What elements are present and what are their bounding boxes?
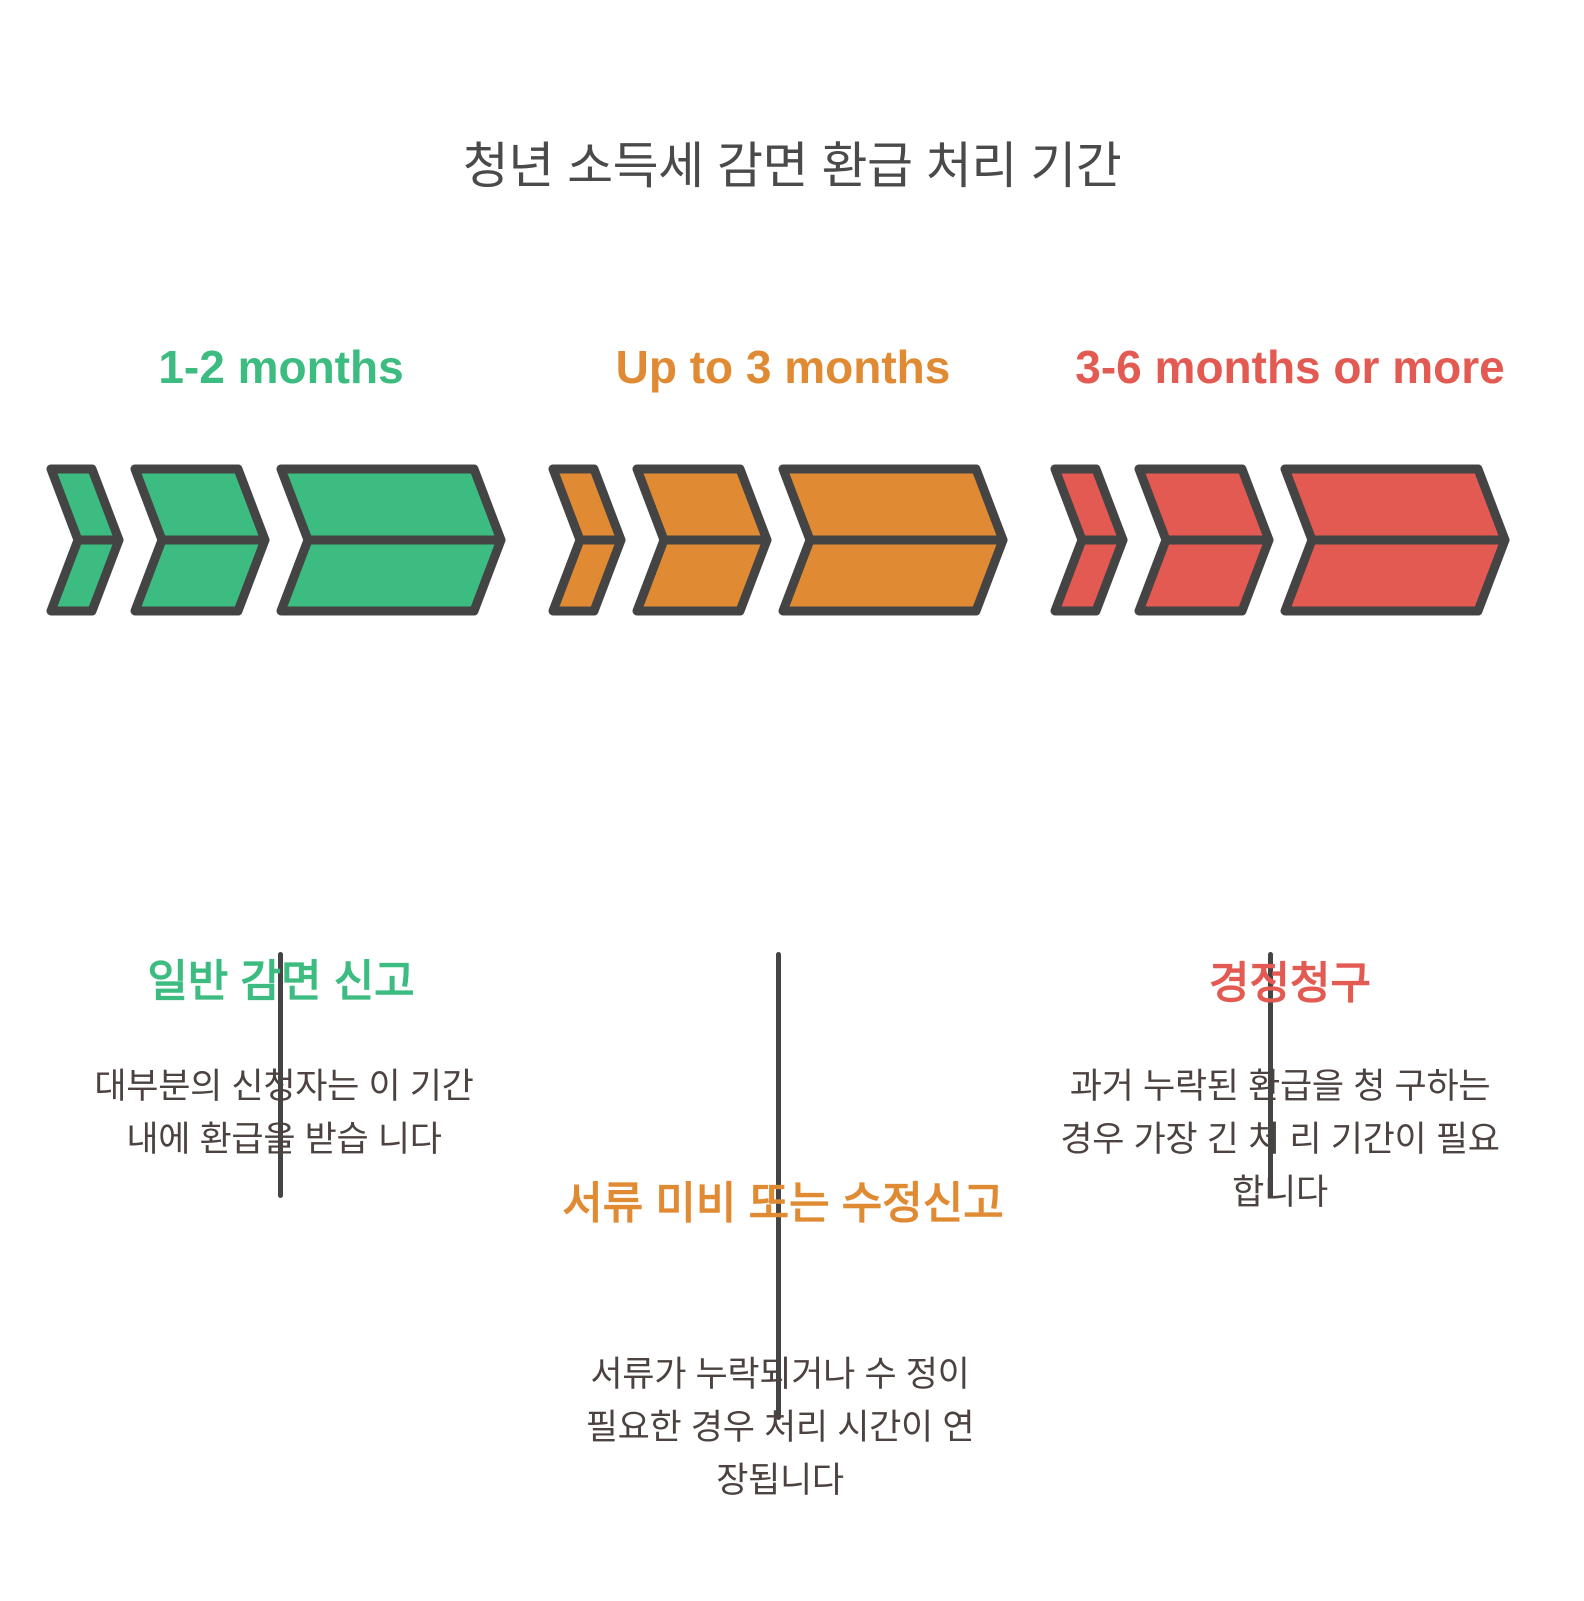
duration-label-red: 3-6 months or more [1075,341,1505,394]
stage-column-general-reduction-filing: 1-2 months 일반 감면 신고 대부분의 신청자는 이 기간 내에 환급… [46,270,516,1198]
stage-heading-green: 일반 감면 신고 [147,957,415,1006]
chevron-right-icon-medium [1134,464,1274,616]
stage-heading-orange: 서류 미비 또는 수정신고 [562,1179,1004,1228]
stage-column-correction-claim: 3-6 months or more 경정청구 과거 누락된 환급을 청 구하는… [1050,270,1530,1212]
chevron-right-icon-medium [632,464,772,616]
duration-label-green: 1-2 months [158,341,404,394]
chevron-right-icon-large [276,464,506,616]
chevron-right-icon-small [548,464,626,616]
connector-line-orange [776,952,781,1420]
connector-line-green [278,952,283,1198]
stage-heading-red: 경정청구 [1209,959,1371,1008]
chevron-right-icon-small [46,464,124,616]
duration-label-orange: Up to 3 months [615,341,951,394]
stage-description-red: 과거 누락된 환급을 청 구하는 경우 가장 긴 처 리 기간이 필요합니다 [1060,1067,1500,1213]
stage-description-green: 대부분의 신청자는 이 기간 내에 환급을 받습 니다 [94,1067,474,1160]
triple-chevron-right-icon-orange [548,464,1018,624]
triple-chevron-right-icon-red [1050,464,1530,624]
chevron-right-icon-small [1050,464,1128,616]
triple-chevron-right-icon-green [46,464,516,624]
chevron-right-icon-large [1280,464,1510,616]
stage-description-orange: 서류가 누락되거나 수 정이 필요한 경우 처리 시간이 연장됩니다 [585,1355,975,1501]
stage-column-missing-documents-or-amended-filing: Up to 3 months 서류 미비 또는 수정신고 서류가 누락되거나 수… [548,270,1018,1500]
page-title: 청년 소득세 감면 환급 처리 기간 [462,138,1122,194]
connector-line-red [1268,952,1273,1198]
chevron-right-icon-large [778,464,1008,616]
chevron-right-icon-medium [130,464,270,616]
